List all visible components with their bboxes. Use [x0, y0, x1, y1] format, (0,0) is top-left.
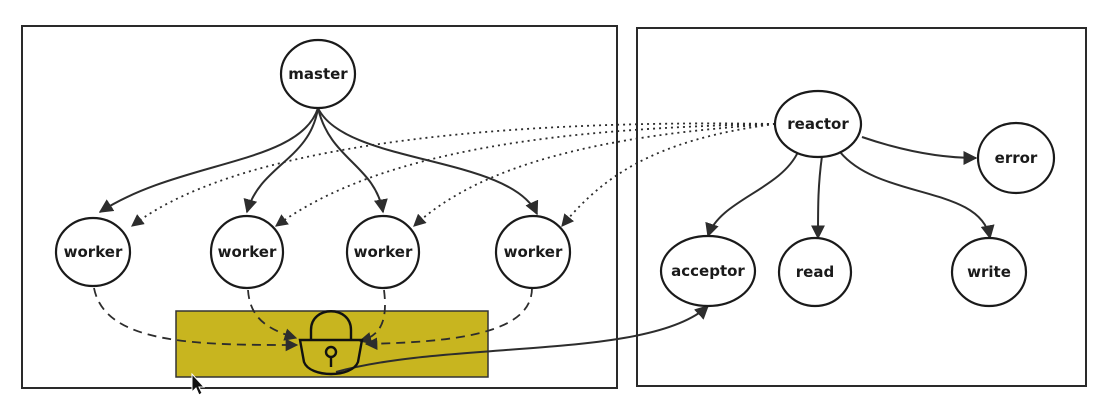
mouse-pointer-icon: [191, 372, 206, 396]
edge-reactor-worker-2: [274, 123, 776, 227]
reactor-panel: [636, 27, 1087, 387]
node-acceptor-label: acceptor: [671, 262, 745, 280]
node-worker-2: worker: [209, 214, 285, 290]
edge-lock-acceptor: [335, 305, 710, 373]
node-worker-1-label: worker: [64, 243, 123, 261]
node-error-label: error: [995, 149, 1038, 167]
node-worker-3: worker: [345, 214, 421, 290]
node-worker-1: worker: [54, 216, 132, 288]
edge-worker-4-lock: [364, 287, 533, 351]
edge-worker-3-lock: [358, 289, 386, 345]
edge-reactor-read: [811, 155, 826, 240]
edge-master-worker-4: [317, 107, 539, 216]
edge-worker-1-lock: [93, 287, 299, 352]
edge-master-worker-2: [243, 107, 319, 214]
edge-reactor-worker-1: [131, 122, 776, 227]
edge-reactor-worker-4: [561, 123, 776, 227]
node-reactor-label: reactor: [787, 115, 849, 133]
node-error: error: [976, 121, 1056, 195]
node-acceptor: acceptor: [659, 234, 757, 308]
node-worker-4-label: worker: [504, 243, 563, 261]
node-reactor: reactor: [773, 89, 863, 159]
node-worker-3-label: worker: [354, 243, 413, 261]
edge-reactor-error: [861, 136, 978, 165]
node-master-label: master: [288, 65, 348, 83]
node-worker-2-label: worker: [218, 243, 277, 261]
edge-master-worker-1: [98, 107, 319, 213]
padlock-icon: [298, 310, 364, 376]
node-write-label: write: [967, 263, 1011, 281]
edge-worker-2-lock: [247, 289, 298, 341]
edge-reactor-worker-3: [413, 123, 776, 227]
node-worker-4: worker: [494, 214, 572, 290]
edge-reactor-write: [839, 151, 995, 240]
node-read-label: read: [796, 263, 834, 281]
process-panel: [21, 25, 618, 389]
node-master: master: [279, 38, 357, 110]
edge-master-worker-3: [317, 107, 388, 214]
node-write: write: [950, 236, 1028, 308]
node-read: read: [777, 236, 853, 308]
edge-reactor-acceptor: [705, 151, 799, 238]
